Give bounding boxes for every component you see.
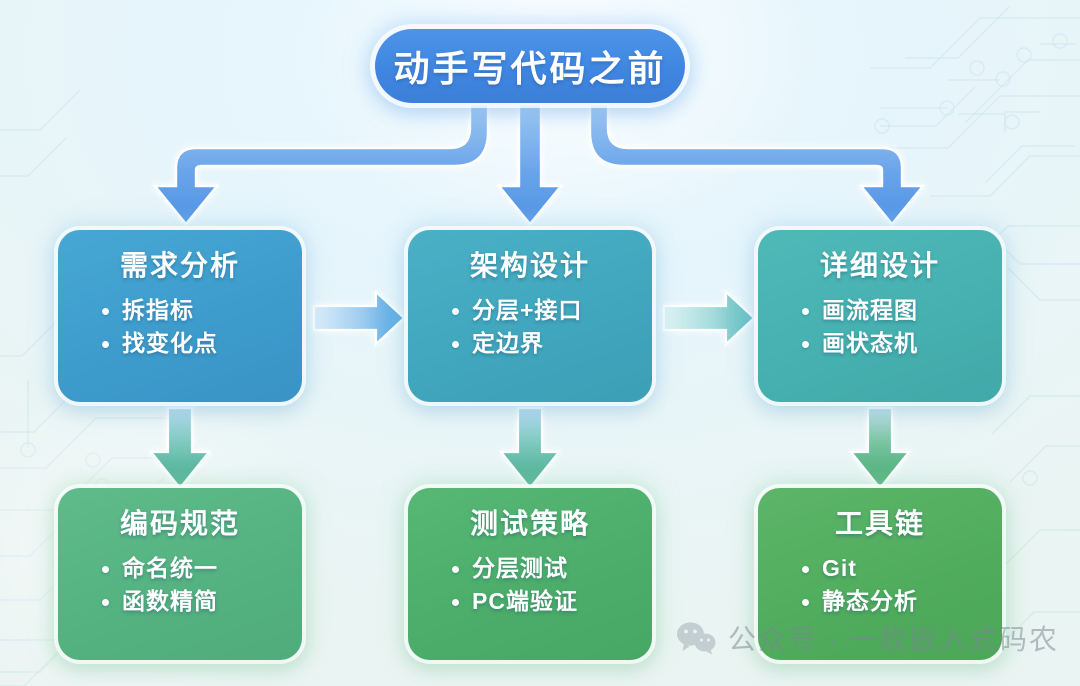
node-title-requirement: 需求分析: [119, 250, 240, 281]
list-item: 定边界: [452, 327, 582, 360]
node-items-coding-standard: 命名统一 函数精简: [102, 552, 218, 619]
diagram-title-pill[interactable]: 动手写代码之前: [375, 29, 685, 103]
node-title-architecture: 架构设计: [469, 250, 590, 281]
list-item: 画状态机: [802, 327, 918, 360]
node-title-detail-design: 详细设计: [819, 250, 940, 281]
list-item: 拆指标: [102, 294, 218, 327]
node-box-architecture[interactable]: 架构设计 分层+接口 定边界: [408, 230, 652, 402]
wechat-icon: [677, 622, 716, 655]
list-item: 分层测试: [452, 552, 578, 585]
node-items-test-strategy: 分层测试 PC端验证: [452, 552, 578, 619]
list-item: 分层+接口: [452, 294, 582, 327]
list-item: 命名统一: [102, 552, 218, 585]
list-item: 函数精简: [102, 585, 218, 618]
node-box-requirement[interactable]: 需求分析 拆指标 找变化点: [58, 230, 302, 402]
node-title-test-strategy: 测试策略: [469, 508, 590, 539]
node-items-detail-design: 画流程图 画状态机: [802, 294, 918, 361]
node-title-toolchain: 工具链: [834, 508, 925, 539]
list-item: 找变化点: [102, 327, 218, 360]
node-title-coding-standard: 编码规范: [119, 508, 240, 539]
node-items-architecture: 分层+接口 定边界: [452, 294, 582, 361]
node-items-toolchain: Git 静态分析: [802, 552, 918, 619]
node-box-detail-design[interactable]: 详细设计 画流程图 画状态机: [758, 230, 1002, 402]
node-box-test-strategy[interactable]: 测试策略 分层测试 PC端验证: [408, 488, 652, 660]
list-item: Git: [802, 552, 918, 585]
node-box-coding-standard[interactable]: 编码规范 命名统一 函数精简: [58, 488, 302, 660]
list-item: PC端验证: [452, 585, 578, 618]
node-box-toolchain[interactable]: 工具链 Git 静态分析: [758, 488, 1002, 660]
list-item: 静态分析: [802, 585, 918, 618]
diagram-title-text: 动手写代码之前: [393, 48, 667, 89]
list-item: 画流程图: [802, 294, 918, 327]
node-items-requirement: 拆指标 找变化点: [102, 294, 218, 361]
